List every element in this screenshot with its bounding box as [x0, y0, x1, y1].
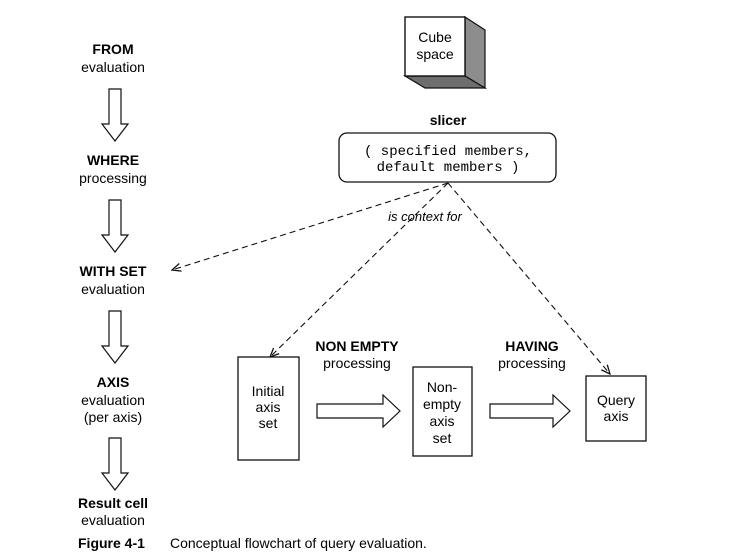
right-arrow-icon [489, 393, 571, 429]
non-empty-title: NON EMPTY [315, 338, 399, 354]
step-where: WHERE processing [79, 152, 147, 186]
query-line1: Query [597, 392, 635, 408]
caption-text: Conceptual flowchart of query evaluation… [170, 535, 427, 551]
nonempty-line3: axis [430, 413, 455, 429]
initial-line1: Initial [252, 383, 285, 399]
step-result: Result cell evaluation [78, 495, 148, 528]
initial-line3: set [259, 415, 278, 431]
having-subtitle: processing [498, 355, 566, 371]
caption-label: Figure 4-1 [78, 535, 145, 551]
step-with-set-subtitle: evaluation [81, 281, 145, 297]
nonempty-axis-set-box: Non- empty axis set [412, 366, 473, 457]
context-arrow-with-set [172, 182, 449, 270]
initial-line2: axis [256, 399, 281, 415]
step-axis: AXIS evaluation (per axis) [81, 374, 145, 425]
context-arrow-initial-axis [270, 182, 449, 357]
nonempty-line1: Non- [427, 379, 458, 395]
step-from-subtitle: evaluation [81, 59, 145, 75]
cube-space-box: Cube space [402, 15, 488, 90]
context-arrows [172, 182, 610, 374]
slicer-line1: ( specified members, [364, 144, 532, 160]
initial-axis-set-box: Initial axis set [237, 356, 300, 461]
non-empty-processing: NON EMPTY processing [315, 338, 399, 371]
down-arrow-icon [100, 88, 130, 142]
query-line2: axis [604, 408, 629, 424]
down-arrow-icon [100, 199, 130, 253]
right-arrow-icon [316, 393, 401, 429]
step-result-title: Result cell [78, 495, 148, 511]
down-arrow-icon [100, 437, 130, 491]
step-with-set-title: WITH SET [80, 263, 147, 279]
slicer-line2: default members ) [377, 160, 520, 176]
step-where-subtitle: processing [79, 170, 147, 186]
step-axis-note: (per axis) [84, 409, 142, 425]
figure-caption: Figure 4-1 Conceptual flowchart of query… [78, 535, 427, 551]
step-from-title: FROM [92, 41, 133, 57]
having-processing: HAVING processing [498, 338, 566, 371]
step-with-set: WITH SET evaluation [80, 263, 147, 297]
slicer-box: ( specified members, default members ) [338, 132, 557, 183]
context-arrow-query-axis [447, 182, 610, 374]
down-arrow-icon [100, 310, 130, 364]
step-axis-title: AXIS [97, 374, 130, 390]
step-from: FROM evaluation [81, 41, 145, 75]
nonempty-line2: empty [423, 396, 461, 412]
non-empty-subtitle: processing [323, 355, 391, 371]
nonempty-line4: set [433, 430, 452, 446]
context-label: is context for [388, 209, 462, 224]
cube-label-line2: space [416, 46, 454, 62]
query-axis-box: Query axis [585, 375, 647, 442]
step-axis-subtitle: evaluation [81, 392, 145, 408]
step-where-title: WHERE [87, 152, 139, 168]
having-title: HAVING [505, 338, 559, 354]
slicer-label: slicer [430, 112, 467, 128]
step-result-subtitle: evaluation [81, 512, 145, 528]
cube-label-line1: Cube [418, 29, 452, 45]
